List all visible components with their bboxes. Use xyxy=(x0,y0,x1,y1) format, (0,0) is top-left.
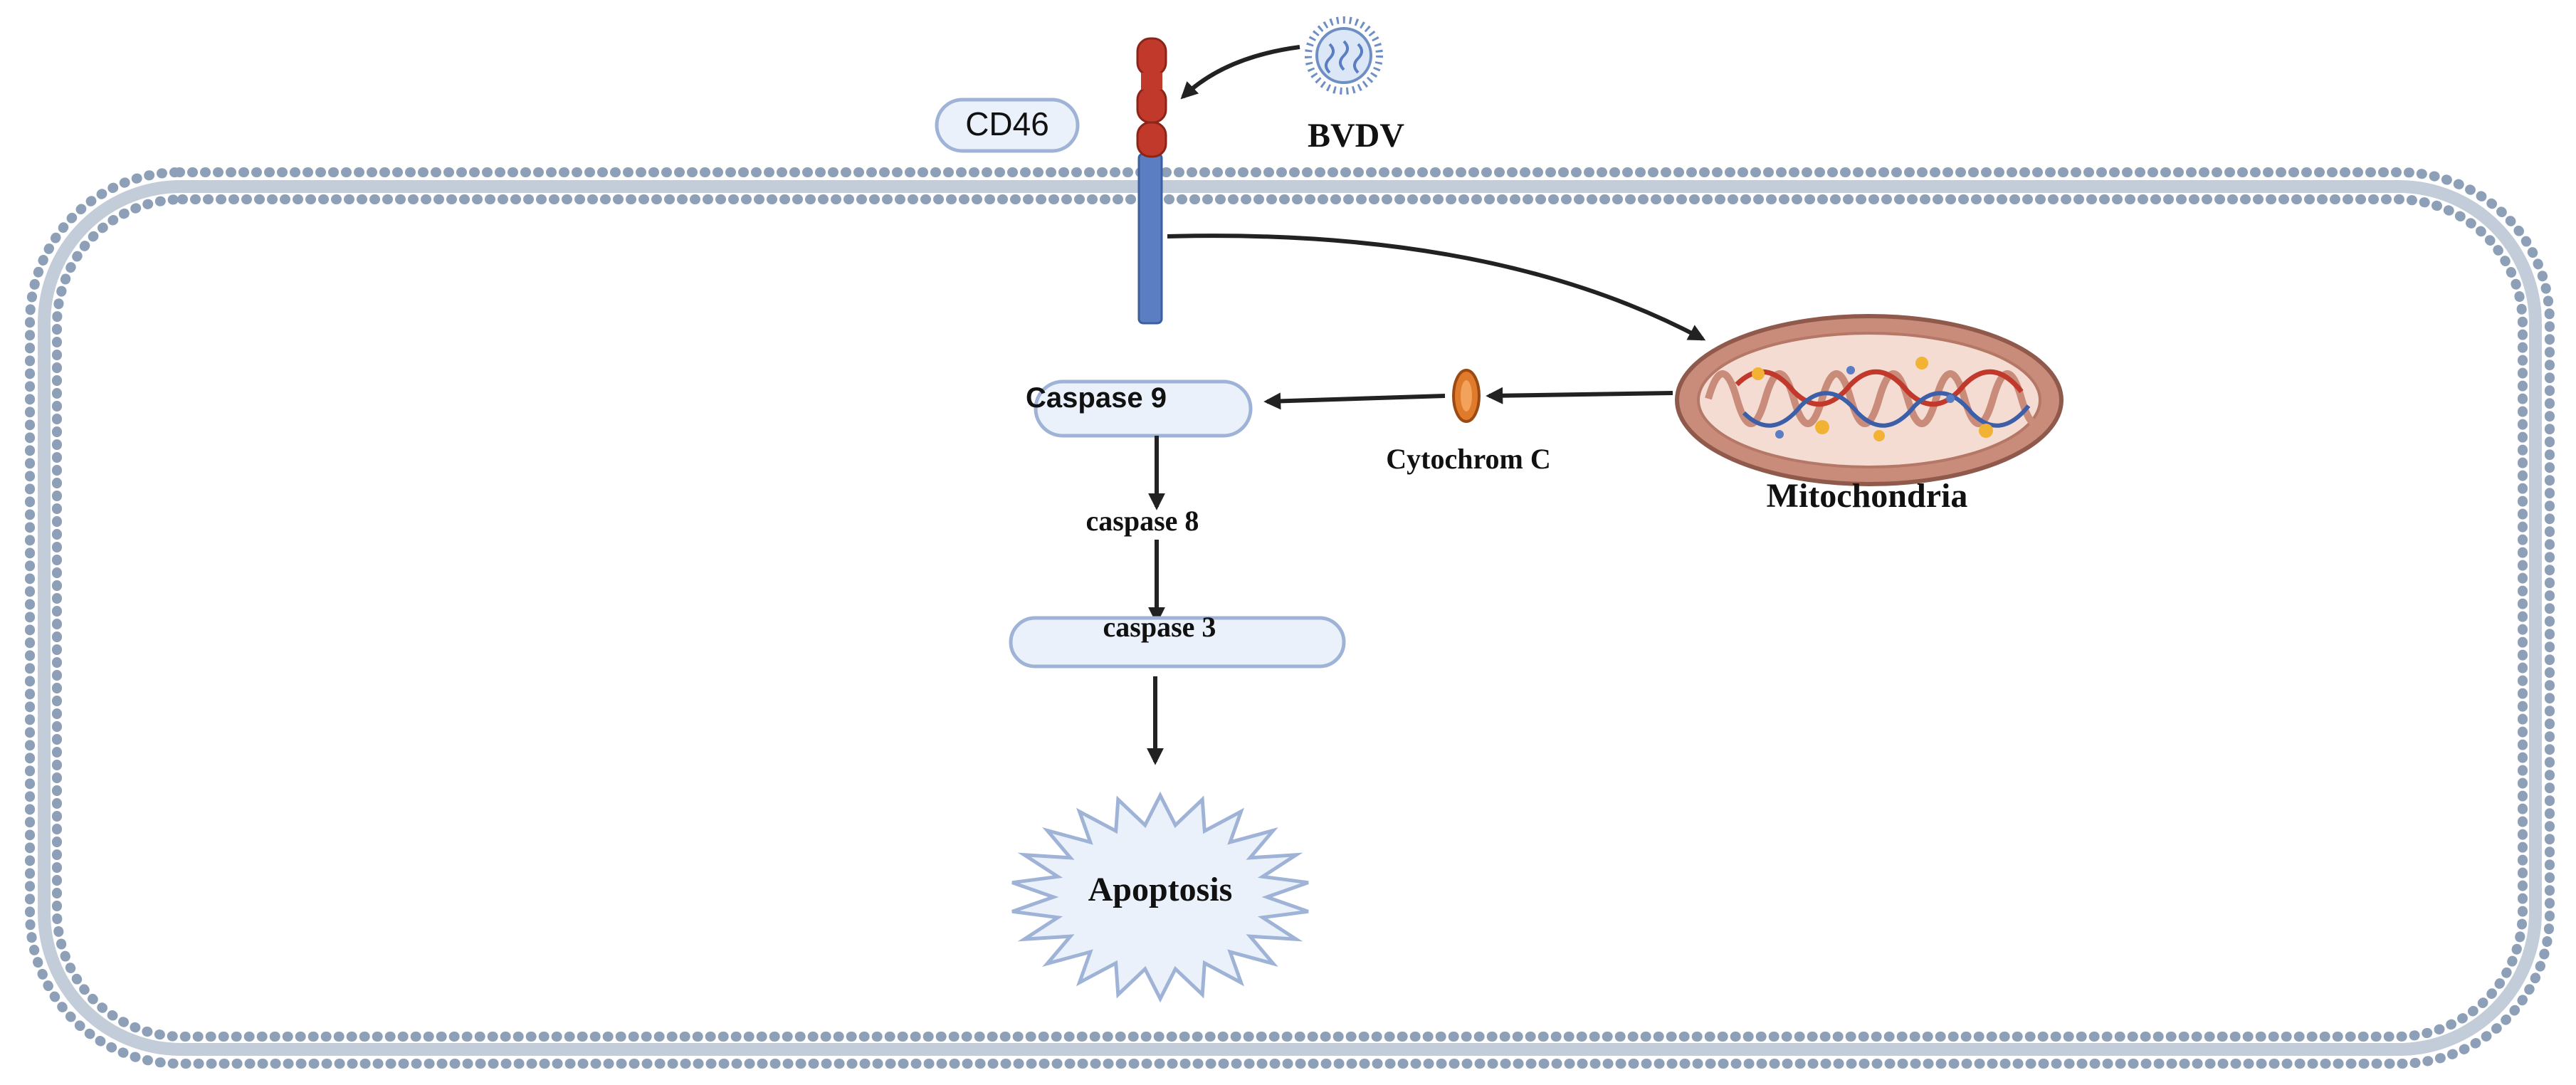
caspase9-label: Caspase 9 xyxy=(1026,382,1167,414)
apoptosis-label: Apoptosis xyxy=(1088,871,1233,908)
virus-icon xyxy=(1305,16,1383,95)
cd46-label: CD46 xyxy=(965,105,1049,142)
arrow-receptor-to-mitochondria xyxy=(1167,234,1706,341)
bvdv-label: BVDV xyxy=(1308,117,1404,154)
caspase3-label: caspase 3 xyxy=(1103,611,1216,643)
mitochondrion-icon xyxy=(1675,314,2064,486)
cell-membrane xyxy=(25,167,2555,1069)
mitochondria-label: Mitochondria xyxy=(1767,477,1968,515)
caspase8-label: caspase 8 xyxy=(1086,505,1199,537)
cd46-label-box xyxy=(935,98,1080,153)
arrow-virus-to-receptor xyxy=(1180,45,1300,100)
caspase3-node: caspase 3 xyxy=(1009,611,1346,669)
cytochrome-c-icon xyxy=(1452,369,1481,423)
caspase9-node: Caspase 9 xyxy=(1026,379,1253,438)
cd46-label-group: CD46 xyxy=(935,98,1080,153)
arrow-cytochrome-to-caspase9 xyxy=(1263,392,1446,410)
cd46-receptor-icon xyxy=(1136,37,1167,325)
apoptosis-starburst xyxy=(1011,791,1309,1003)
cytochrome-c-label: Cytochrom C xyxy=(1386,443,1550,475)
arrow-mitochondria-to-cytochrome xyxy=(1486,387,1673,404)
